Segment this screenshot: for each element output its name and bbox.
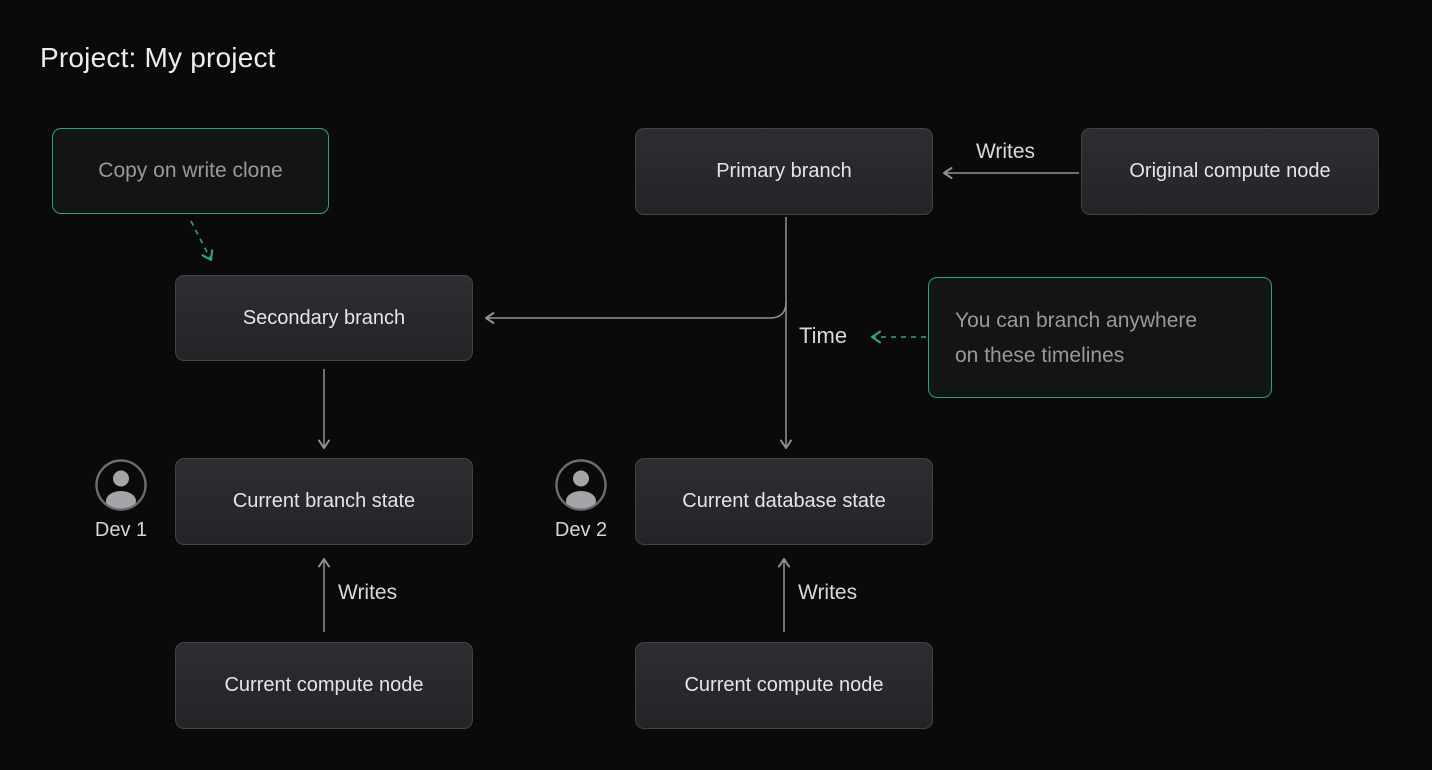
callout-branch-anywhere-line1: You can branch anywhere: [955, 308, 1198, 332]
node-original-compute: Original compute node: [1081, 128, 1379, 215]
user-icon: [555, 459, 607, 511]
node-current-database-state: Current database state: [635, 458, 933, 545]
callout-copy-on-write-clone: Copy on write clone: [52, 128, 329, 214]
node-current-branch-state: Current branch state: [175, 458, 473, 545]
node-current-compute-left: Current compute node: [175, 642, 473, 729]
dev2: Dev 2: [545, 459, 617, 542]
dashed-arrow-clone-to-secondary: [190, 220, 214, 262]
callout-branch-anywhere: You can branch anywhere on these timelin…: [928, 277, 1272, 398]
dev1: Dev 1: [85, 459, 157, 542]
arrow-branch-to-secondary: [485, 301, 787, 324]
label-writes-right: Writes: [798, 581, 858, 604]
node-primary-branch-label: Primary branch: [716, 160, 852, 182]
node-current-compute-right: Current compute node: [635, 642, 933, 729]
callout-copy-on-write-clone-label: Copy on write clone: [98, 159, 283, 182]
dev1-label: Dev 1: [94, 519, 148, 541]
dev2-label: Dev 2: [554, 519, 608, 541]
node-current-compute-left-label: Current compute node: [224, 674, 424, 696]
callout-branch-anywhere-line2: on these timelines: [955, 343, 1125, 367]
label-writes-top: Writes: [975, 140, 1036, 163]
node-secondary-branch-label: Secondary branch: [242, 306, 406, 329]
label-time: Time: [799, 323, 848, 348]
user-icon: [95, 459, 147, 511]
node-current-branch-state-label: Current branch state: [232, 490, 416, 512]
node-original-compute-label: Original compute node: [1129, 160, 1331, 182]
page-title: Project: My project: [40, 42, 276, 73]
node-current-compute-right-label: Current compute node: [684, 674, 884, 696]
node-current-database-state-label: Current database state: [682, 490, 886, 512]
node-secondary-branch: Secondary branch: [175, 275, 473, 361]
node-primary-branch: Primary branch: [635, 128, 933, 215]
label-writes-left: Writes: [338, 581, 398, 604]
